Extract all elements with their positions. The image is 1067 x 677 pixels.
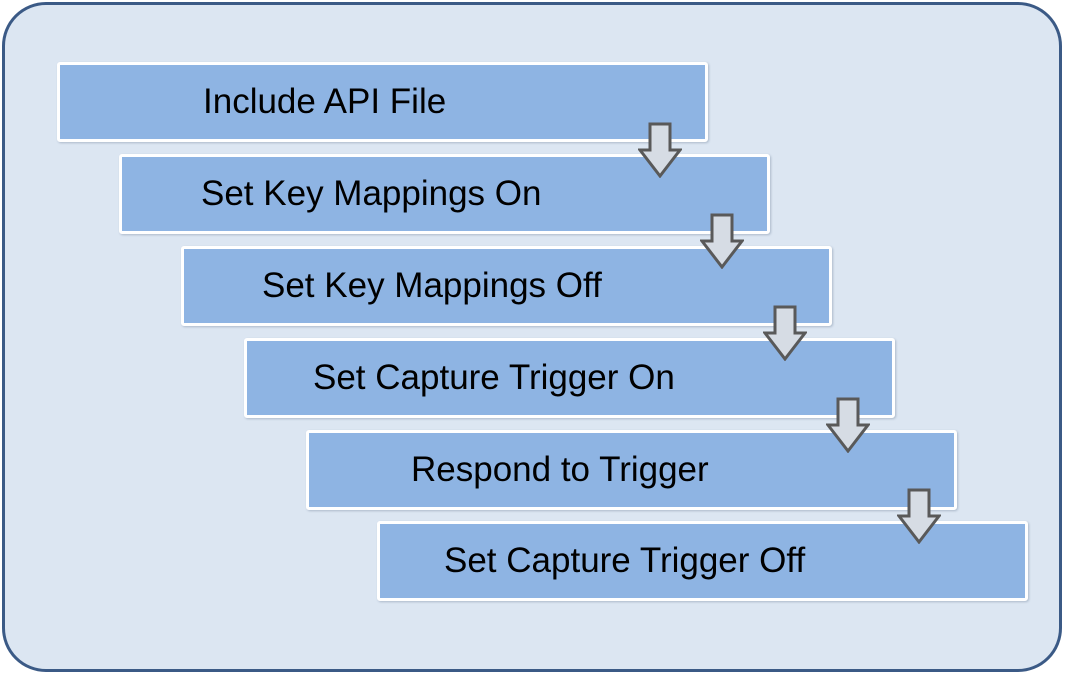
step-label: Include API File: [203, 82, 447, 121]
step-set-capture-trigger-off: Set Capture Trigger Off: [377, 521, 1028, 601]
step-include-api-file: Include API File: [57, 62, 708, 142]
step-label: Set Capture Trigger Off: [444, 541, 806, 580]
down-arrow-icon: [897, 488, 941, 544]
step-label: Set Key Mappings On: [201, 174, 542, 213]
down-arrow-icon: [638, 122, 682, 178]
down-arrow-icon: [763, 305, 807, 361]
down-arrow-icon: [700, 213, 744, 269]
step-label: Respond to Trigger: [411, 450, 709, 489]
step-label: Set Capture Trigger On: [313, 358, 675, 397]
step-label: Set Key Mappings Off: [262, 266, 602, 305]
down-arrow-icon: [826, 397, 870, 453]
